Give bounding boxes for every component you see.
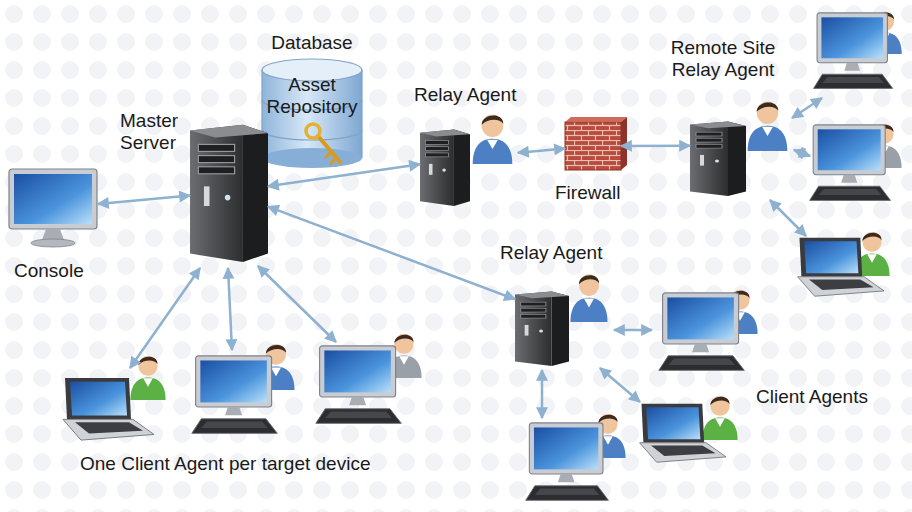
- client-person: [130, 356, 165, 400]
- node-label: Remote Site Relay Agent: [654, 37, 792, 81]
- network-node: Relay Agent: [515, 268, 610, 366]
- client-laptop: [640, 404, 726, 462]
- relay-person: [571, 274, 608, 322]
- firewall-wall: [565, 117, 627, 170]
- relay-tower: [690, 122, 746, 196]
- node-label: Asset Repository: [262, 74, 362, 118]
- link-arrow: [518, 148, 565, 152]
- client-laptop: [63, 378, 154, 440]
- console-monitor: [9, 169, 97, 247]
- network-node: Relay Agent: [420, 108, 518, 206]
- client-desktop: [526, 423, 609, 500]
- node-label: Database: [262, 32, 362, 54]
- network-node: Master Server: [190, 122, 268, 262]
- caption-label: One Client Agent per target device: [80, 453, 370, 475]
- network-node: Firewall: [565, 122, 621, 170]
- relay-tower: [515, 292, 569, 366]
- network-node: DatabaseAsset Repository: [262, 60, 362, 165]
- database-cylinder: [262, 59, 362, 168]
- caption-label: Client Agents: [756, 386, 868, 408]
- link-arrow: [621, 144, 690, 147]
- client-desktop: [810, 125, 891, 201]
- network-node: Console: [8, 168, 98, 248]
- node-label: Relay Agent: [414, 84, 516, 106]
- node-label: Firewall: [555, 182, 620, 204]
- relay-person: [748, 102, 788, 151]
- client-arrows: [130, 98, 822, 418]
- relay-tower: [420, 130, 470, 206]
- link-arrow: [268, 207, 515, 300]
- node-label: Master Server: [120, 110, 188, 154]
- client-person: [702, 396, 737, 440]
- network-node: Remote Site Relay Agent: [690, 95, 790, 196]
- relay-person: [473, 115, 513, 164]
- client-desktop: [192, 356, 277, 433]
- master-server-tower: [190, 125, 268, 262]
- link-arrow: [268, 164, 420, 186]
- node-label: Relay Agent: [500, 242, 602, 264]
- key-icon: [306, 124, 340, 164]
- link-arrow: [98, 196, 190, 204]
- client-desktop: [659, 293, 745, 370]
- client-laptop: [798, 238, 884, 296]
- node-label: Console: [14, 260, 84, 282]
- client-desktop: [316, 346, 402, 423]
- client-desktop: [814, 13, 893, 89]
